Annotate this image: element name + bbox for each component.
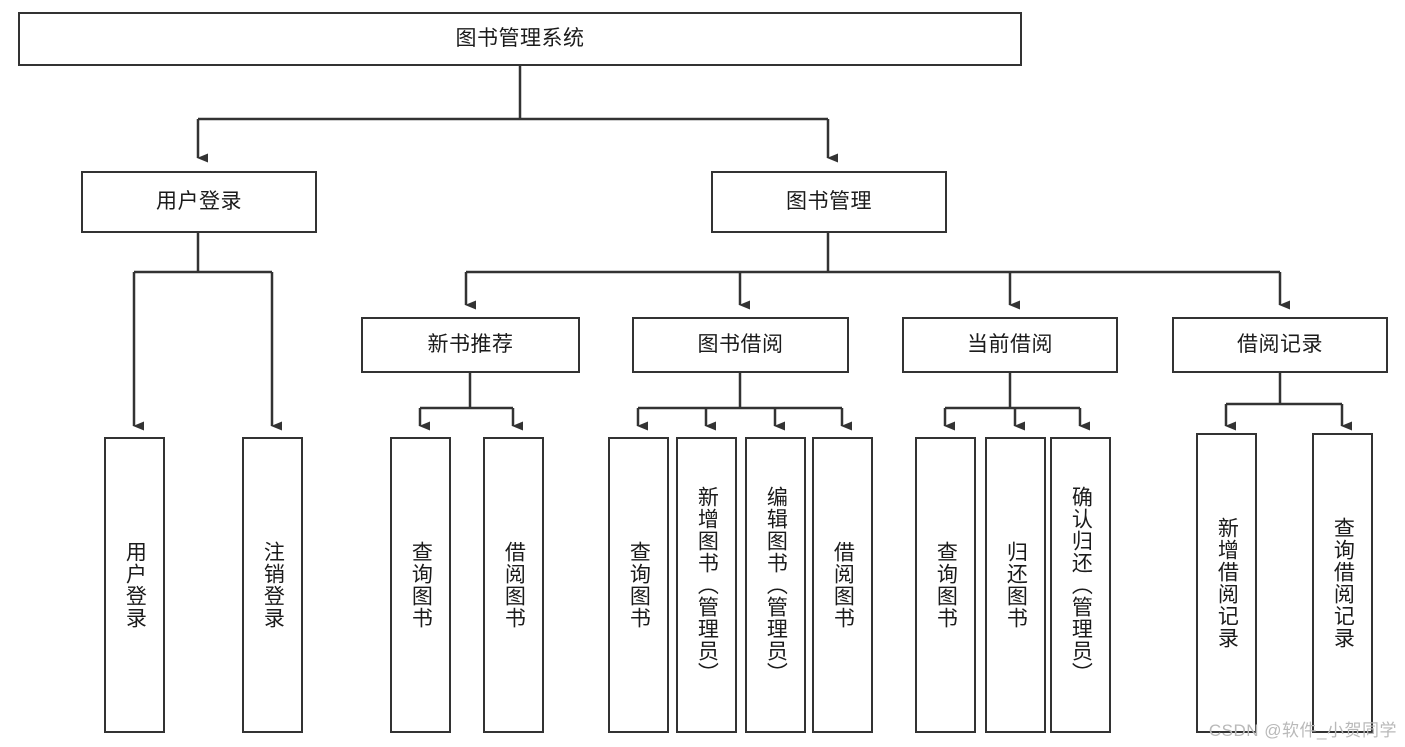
node-borrow-record[interactable]: 借阅记录 (1172, 317, 1388, 373)
leaf-label: 借阅图书 (502, 541, 526, 629)
leaf-current-borrow-2[interactable]: 归还图书 (985, 437, 1046, 733)
csdn-watermark: CSDN @软件_小贺同学 (1208, 721, 1397, 740)
node-label: 当前借阅 (967, 332, 1053, 356)
leaf-label: 新增图书（管理员） (695, 486, 719, 684)
leaf-new-book-1[interactable]: 查询图书 (390, 437, 451, 733)
leaf-new-book-2[interactable]: 借阅图书 (483, 437, 544, 733)
node-user-login[interactable]: 用户登录 (81, 171, 317, 233)
leaf-label: 归还图书 (1004, 541, 1028, 629)
leaf-book-borrow-4[interactable]: 借阅图书 (812, 437, 873, 733)
leaf-borrow-record-1[interactable]: 新增借阅记录 (1196, 433, 1257, 733)
leaf-user-login-1[interactable]: 用户登录 (104, 437, 165, 733)
node-label: 图书借阅 (697, 332, 784, 356)
leaf-user-login-2[interactable]: 注销登录 (242, 437, 303, 733)
leaf-current-borrow-3[interactable]: 确认归还（管理员） (1050, 437, 1111, 733)
leaf-label: 借阅图书 (831, 541, 855, 629)
leaf-book-borrow-1[interactable]: 查询图书 (608, 437, 669, 733)
leaf-book-borrow-3[interactable]: 编辑图书（管理员） (745, 437, 806, 733)
leaf-current-borrow-1[interactable]: 查询图书 (915, 437, 976, 733)
node-book-borrow[interactable]: 图书借阅 (632, 317, 849, 373)
node-label: 新书推荐 (427, 332, 514, 356)
leaf-label: 注销登录 (261, 541, 285, 629)
leaf-label: 编辑图书（管理员） (764, 486, 788, 684)
leaf-book-borrow-2[interactable]: 新增图书（管理员） (676, 437, 737, 733)
node-label: 图书管理 (786, 189, 872, 213)
leaf-label: 查询借阅记录 (1331, 517, 1355, 649)
node-book-management[interactable]: 图书管理 (711, 171, 947, 233)
leaf-label: 用户登录 (123, 541, 147, 629)
leaf-label: 查询图书 (409, 541, 433, 629)
node-new-book-recommend[interactable]: 新书推荐 (361, 317, 580, 373)
leaf-label: 新增借阅记录 (1215, 517, 1239, 649)
node-label: 图书管理系统 (455, 26, 585, 50)
node-label: 借阅记录 (1237, 332, 1323, 356)
node-current-borrow[interactable]: 当前借阅 (902, 317, 1118, 373)
node-root-system[interactable]: 图书管理系统 (18, 12, 1022, 66)
leaf-label: 查询图书 (627, 541, 651, 629)
node-label: 用户登录 (156, 189, 242, 213)
leaf-label: 查询图书 (934, 541, 958, 629)
leaf-label: 确认归还（管理员） (1069, 486, 1093, 684)
leaf-borrow-record-2[interactable]: 查询借阅记录 (1312, 433, 1373, 733)
